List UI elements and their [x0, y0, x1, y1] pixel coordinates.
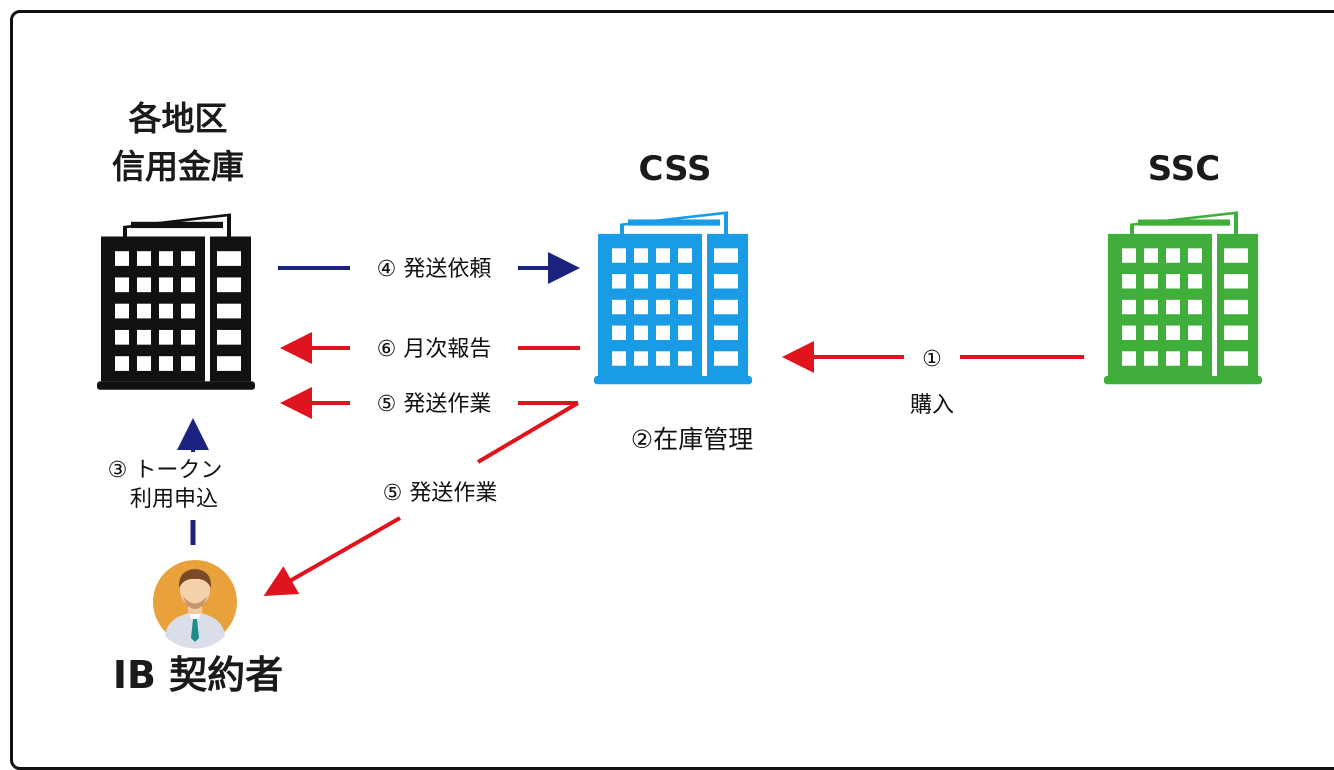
shinkin-title-line1: 各地区: [128, 99, 228, 138]
edge-shipping-to-customer-label: ⑤ 発送作業: [383, 481, 498, 506]
edge-shipping-to-bank: ⑤ 発送作業: [280, 387, 578, 419]
edge-monthly-report: ⑥ 月次報告: [280, 332, 580, 364]
edge-purchase-label: 購入: [910, 393, 954, 418]
ssc-title: SSC: [1148, 149, 1220, 189]
css-sublabel: ②在庫管理: [631, 425, 753, 454]
edge-shipping-to-bank-label: ⑤ 発送作業: [377, 392, 492, 417]
edge-purchase-number: ①: [922, 347, 942, 372]
edge-request-shipping-label: ④ 発送依頼: [377, 257, 492, 282]
edge-purchase: ① 購入: [782, 341, 1084, 418]
shinkin-title-line2: 信用金庫: [112, 147, 244, 186]
css-building-icon: [594, 211, 752, 385]
edge-token-application-line2: 利用申込: [130, 487, 218, 512]
flow-diagram: 各地区 信用金庫 CSS ②在庫管理 SSC IB 契約者 ④ 発送依頼 ⑥ 月…: [97, 99, 1262, 697]
edge-shipping-to-customer: ⑤ 発送作業: [263, 401, 580, 596]
edge-request-shipping: ④ 発送依頼: [278, 252, 580, 284]
ib-user-avatar-icon: [153, 560, 237, 649]
edge-token-application: ③ トークン 利用申込: [108, 418, 223, 545]
edge-monthly-report-label: ⑥ 月次報告: [377, 337, 492, 362]
edge-token-application-line1: ③ トークン: [108, 458, 223, 483]
ssc-building-icon: [1104, 211, 1262, 385]
css-title: CSS: [638, 149, 711, 189]
shinkin-building-icon: [97, 213, 255, 390]
ib-title: IB 契約者: [113, 653, 283, 697]
